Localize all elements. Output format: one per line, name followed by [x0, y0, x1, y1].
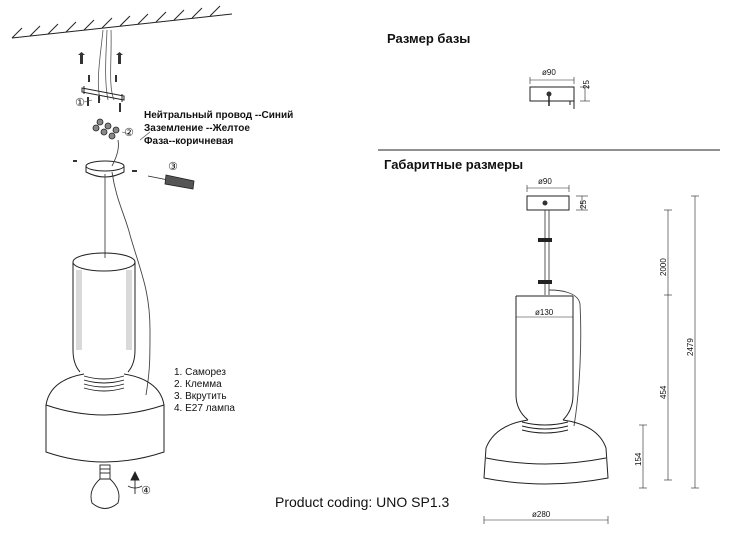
dim-base-height: 25: [582, 80, 591, 89]
screw-icon: [87, 96, 121, 112]
base-drawing: [529, 77, 590, 109]
base-size-heading: Размер базы: [387, 31, 471, 46]
screwdriver-icon: [147, 174, 195, 190]
canopy-hole: [542, 200, 548, 206]
overall-canopy: [526, 185, 588, 211]
callout-2: ②: [124, 127, 134, 139]
callout-1: ①: [75, 97, 85, 109]
product-code: Product coding: UNO SP1.3: [275, 494, 450, 510]
legend-item: 2. Клемма: [174, 379, 222, 390]
legend-item: 4. E27 лампа: [174, 403, 235, 414]
glass-tube: [72, 252, 136, 373]
callout-4: ④: [141, 485, 151, 497]
ceiling-wires: [97, 29, 115, 101]
pendant-cord: [104, 139, 151, 396]
shade-diameter-line: [483, 516, 609, 524]
mounting-bracket: [81, 86, 125, 102]
dim-total-height: 2479: [686, 338, 695, 356]
rotate-arrow-icon: [127, 470, 143, 494]
overall-size-heading: Габаритные размеры: [384, 157, 524, 172]
callout-3: ③: [168, 161, 178, 173]
glass-tube-shading: [76, 270, 132, 350]
bulb-icon: [90, 464, 120, 509]
dim-base-diameter: ø90: [542, 68, 556, 77]
dim-tube-diameter: ø130: [535, 308, 554, 317]
dim-canopy-diameter: ø90: [538, 177, 552, 186]
terminal-block: [92, 118, 120, 140]
screw-icon: [73, 160, 137, 172]
dim-shade-diameter: ø280: [532, 510, 551, 519]
canopy: [85, 160, 125, 178]
socket-spiral: [83, 375, 125, 392]
wire-neutral-label: Нейтральный провод --Синий: [144, 110, 294, 121]
callout-leaders: [83, 99, 151, 141]
base-hole: [546, 91, 552, 97]
wire-phase-label: Фаза--коричневая: [144, 136, 234, 147]
overall-cords: [544, 210, 582, 427]
dim-canopy-height: 25: [579, 200, 588, 209]
dim-body-height: 454: [659, 385, 668, 399]
vertical-dimension-lines: [639, 195, 699, 489]
ceiling: [11, 5, 233, 39]
dim-cord-length: 2000: [659, 258, 668, 276]
legend-item: 3. Вкрутить: [174, 391, 227, 402]
legend-item: 1. Саморез: [174, 367, 226, 378]
wire-ground-label: Заземление --Желтое: [144, 123, 250, 134]
dim-shade-height: 154: [634, 452, 643, 466]
cord-clips: [538, 238, 552, 284]
lamp-shade: [45, 373, 165, 463]
overall-body: [483, 295, 609, 485]
screw-icon: [78, 52, 123, 82]
